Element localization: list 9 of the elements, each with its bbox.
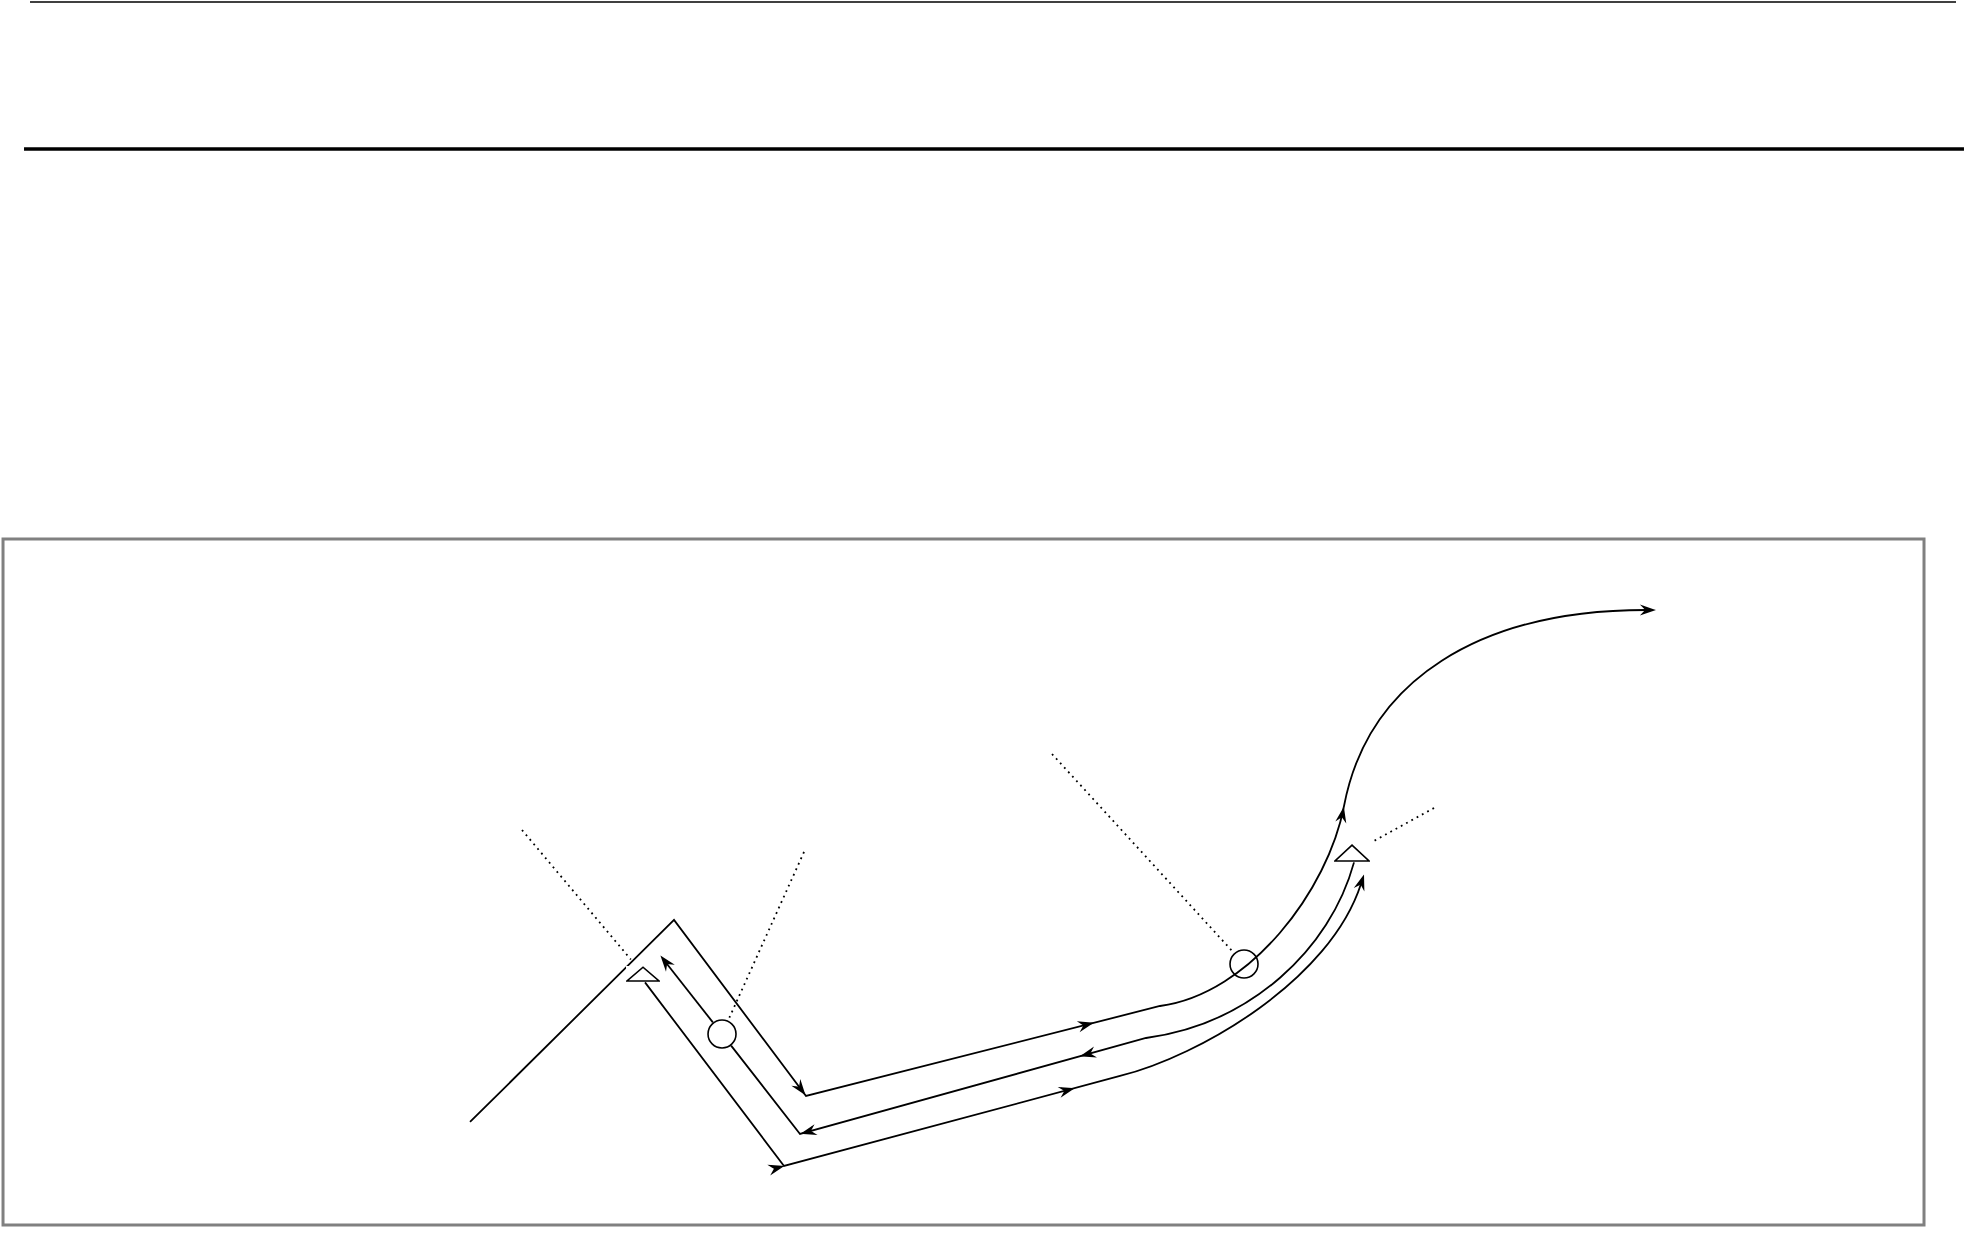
arrow: [730, 861, 1355, 1135]
triangle-marker: [1334, 844, 1370, 862]
leader-line: [1370, 807, 1435, 844]
triangle-marker: [626, 966, 660, 982]
leader-line: [727, 851, 805, 1022]
leader-line: [521, 829, 632, 961]
leader-line: [1051, 753, 1235, 954]
circle-marker: [707, 1019, 737, 1049]
circle-marker: [1229, 949, 1259, 979]
